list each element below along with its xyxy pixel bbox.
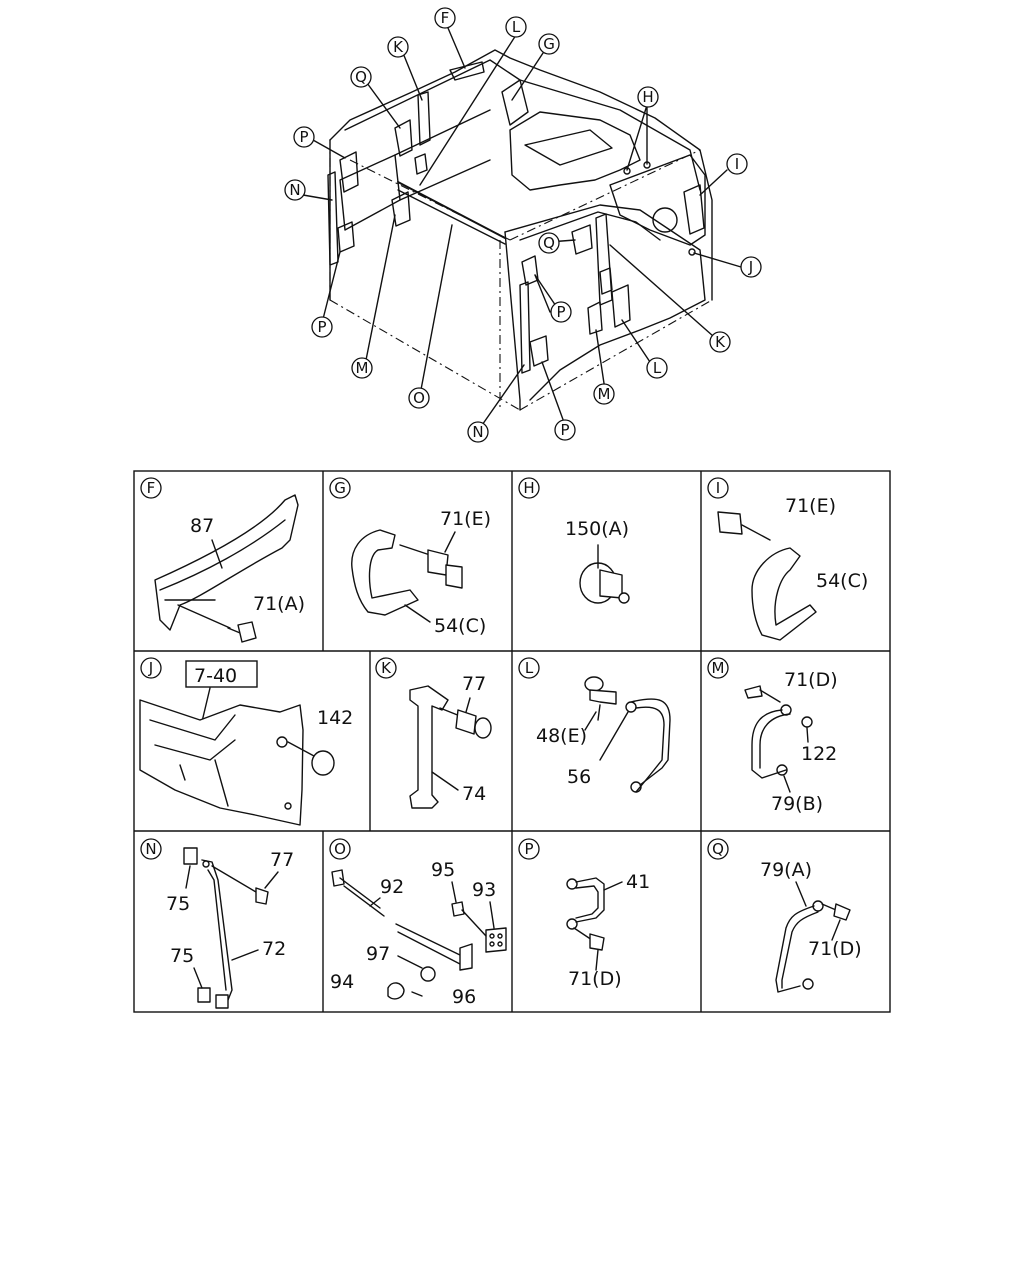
panel-o-letter: O bbox=[334, 840, 346, 858]
panel-j: J 7-40 142 bbox=[139, 657, 353, 826]
part-79b: 79(B) bbox=[771, 793, 823, 815]
part-48e: 48(E) bbox=[536, 725, 587, 747]
panel-q-letter: Q bbox=[712, 840, 724, 858]
panel-f-letter: F bbox=[147, 479, 156, 497]
part-71a: 71(A) bbox=[253, 593, 305, 615]
part-97: 97 bbox=[366, 943, 390, 965]
part-75: 75 bbox=[166, 893, 190, 915]
panel-m: M 71(D) 122 79(B) bbox=[707, 657, 838, 815]
callout-f: F bbox=[441, 9, 450, 27]
callout-k: K bbox=[393, 38, 404, 56]
panel-f: F 87 71(A) bbox=[140, 477, 305, 643]
ref-box bbox=[185, 660, 258, 688]
part-122: 122 bbox=[801, 743, 837, 765]
part-150a: 150(A) bbox=[565, 518, 629, 540]
callout-p: P bbox=[299, 128, 308, 146]
part-54c: 54(C) bbox=[434, 615, 486, 637]
cab-overview bbox=[302, 27, 742, 429]
detail-grid bbox=[133, 470, 891, 1013]
part-87: 87 bbox=[190, 515, 214, 537]
part-142: 142 bbox=[317, 707, 353, 729]
panel-n-letter: N bbox=[145, 840, 156, 858]
part-96: 96 bbox=[452, 986, 476, 1008]
part-71d: 71(D) bbox=[784, 669, 838, 691]
callout-l: L bbox=[512, 18, 521, 36]
part-77: 77 bbox=[462, 673, 486, 695]
callout-n: N bbox=[289, 181, 300, 199]
callout-p: P bbox=[317, 318, 326, 336]
part-75: 75 bbox=[170, 945, 194, 967]
panel-i-letter: I bbox=[716, 479, 720, 497]
panel-i: I 71(E) 54(C) bbox=[707, 477, 868, 641]
panel-g-letter: G bbox=[334, 479, 346, 497]
callout-p: P bbox=[560, 421, 569, 439]
part-71d: 71(D) bbox=[568, 968, 622, 990]
panel-q: Q 79(A) 71(D) bbox=[707, 838, 862, 993]
ref-7-40: 7-40 bbox=[194, 665, 237, 687]
panel-l-letter: L bbox=[525, 659, 534, 677]
callout-h: H bbox=[642, 88, 653, 106]
part-71e: 71(E) bbox=[785, 495, 836, 517]
panel-o: O 92 95 93 97 94 96 bbox=[329, 838, 507, 1008]
panel-p-letter: P bbox=[524, 840, 533, 858]
part-95: 95 bbox=[431, 859, 455, 881]
panel-g: G 71(E) 54(C) bbox=[329, 477, 491, 637]
part-94: 94 bbox=[330, 971, 354, 993]
callout-m: M bbox=[356, 359, 369, 377]
part-71e: 71(E) bbox=[440, 508, 491, 530]
panel-k-letter: K bbox=[381, 659, 392, 677]
part-72: 72 bbox=[262, 938, 286, 960]
callout-j: J bbox=[748, 258, 753, 276]
part-77: 77 bbox=[270, 849, 294, 871]
callout-q: Q bbox=[355, 68, 367, 86]
callout-i: I bbox=[735, 155, 739, 173]
panel-h-letter: H bbox=[523, 479, 534, 497]
panel-p: P 41 71(D) bbox=[518, 838, 650, 990]
panel-h: H 150(A) bbox=[518, 477, 630, 604]
callout-l: L bbox=[653, 359, 662, 377]
callout-k: K bbox=[715, 333, 726, 351]
callout-n: N bbox=[472, 423, 483, 441]
callout-o: O bbox=[413, 389, 425, 407]
part-56: 56 bbox=[567, 766, 591, 788]
panel-m-letter: M bbox=[712, 659, 725, 677]
part-93: 93 bbox=[472, 879, 496, 901]
panel-k: K 77 74 bbox=[375, 657, 492, 809]
part-92: 92 bbox=[380, 876, 404, 898]
callout-m: M bbox=[598, 385, 611, 403]
callout-q: Q bbox=[543, 234, 555, 252]
callout-g: G bbox=[543, 35, 555, 53]
part-41: 41 bbox=[626, 871, 650, 893]
overview-callouts: F L G K Q H P I N Q J P K P L M M O N P bbox=[284, 7, 762, 443]
part-74: 74 bbox=[462, 783, 486, 805]
panel-l: L 48(E) 56 bbox=[518, 657, 671, 793]
callout-p: P bbox=[556, 303, 565, 321]
panel-n: N 77 75 75 72 bbox=[140, 838, 294, 1009]
part-79a: 79(A) bbox=[760, 859, 812, 881]
part-54c: 54(C) bbox=[816, 570, 868, 592]
part-71d: 71(D) bbox=[808, 938, 862, 960]
panel-j-letter: J bbox=[148, 659, 153, 677]
